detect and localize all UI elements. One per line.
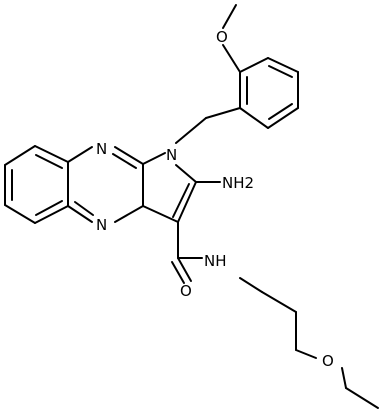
bond-c9a-n (142, 152, 166, 165)
bond-c4a-n4 (67, 205, 93, 223)
bond-c9a-n9 (114, 146, 144, 165)
bond-nh-c1 (239, 277, 263, 293)
bond-co-double-a (177, 257, 192, 282)
bond-benz-e (34, 205, 69, 224)
bond-aryl-ch2 (205, 107, 241, 119)
bond-c4a-n4-inner (74, 201, 94, 216)
bond-c9a-n9-inner (112, 153, 137, 169)
bond-ring2-e (239, 107, 269, 129)
bond-benz-d (4, 204, 36, 224)
bond-benz-e-inner (35, 200, 63, 216)
bond-c3-c3a (142, 205, 179, 223)
bond-methyl-o (222, 4, 237, 29)
bond-ring2-b (267, 57, 299, 73)
label-amine: NH2 (222, 174, 254, 192)
label-quinoxaline-n-upper: N (96, 140, 107, 158)
bond-c2-c3-inner (172, 183, 190, 218)
bond-c3chain-o (295, 349, 317, 359)
atom-labels: O N N N NH2 O NH O (96, 28, 334, 370)
label-ether-o: O (322, 352, 334, 370)
bond-n4-c3a (114, 205, 144, 223)
bonds (4, 4, 379, 409)
bond-ring2-d (267, 107, 299, 129)
bond-ring2-d-inner (268, 103, 293, 120)
bond-n-c2 (175, 164, 197, 183)
bond-ch2-ch3 (345, 387, 379, 409)
label-quinoxaline-n-lower: N (96, 216, 107, 234)
label-methoxy-o: O (216, 28, 228, 46)
label-amide-o: O (180, 282, 192, 300)
bond-o-aryl (222, 44, 241, 73)
bond-ch2-n (175, 117, 207, 144)
bond-co-double-b (171, 261, 185, 284)
label-amide-nh: NH (204, 252, 227, 270)
bond-ring2-b-inner (268, 65, 293, 78)
bond-c1-c2 (261, 291, 297, 313)
bond-ring2-a (239, 57, 269, 73)
bond-c2-c3 (177, 181, 197, 223)
bond-benz-b (4, 145, 36, 166)
label-pyrrole-n: N (166, 146, 177, 164)
bond-n9-c8a (67, 146, 93, 163)
bond-o-ch2 (341, 367, 347, 389)
bond-benz-a (34, 145, 69, 163)
bond-benz-a-inner (35, 154, 63, 169)
